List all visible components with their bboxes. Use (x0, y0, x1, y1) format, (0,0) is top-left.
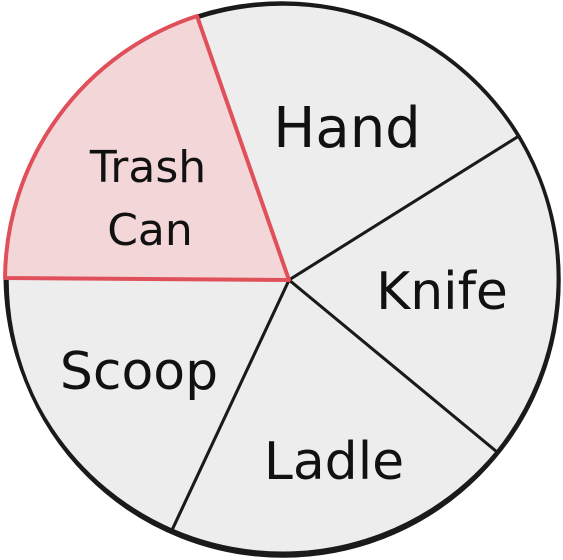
label-trash: Trash (89, 142, 206, 193)
label-ladle: Ladle (264, 432, 404, 492)
label-knife: Knife (376, 262, 508, 322)
label-scoop: Scoop (60, 342, 218, 402)
label-hand: Hand (273, 96, 420, 161)
label-can: Can (107, 205, 193, 256)
sector-trash-can[interactable] (3, 14, 291, 282)
sector-ladle[interactable] (170, 278, 499, 555)
